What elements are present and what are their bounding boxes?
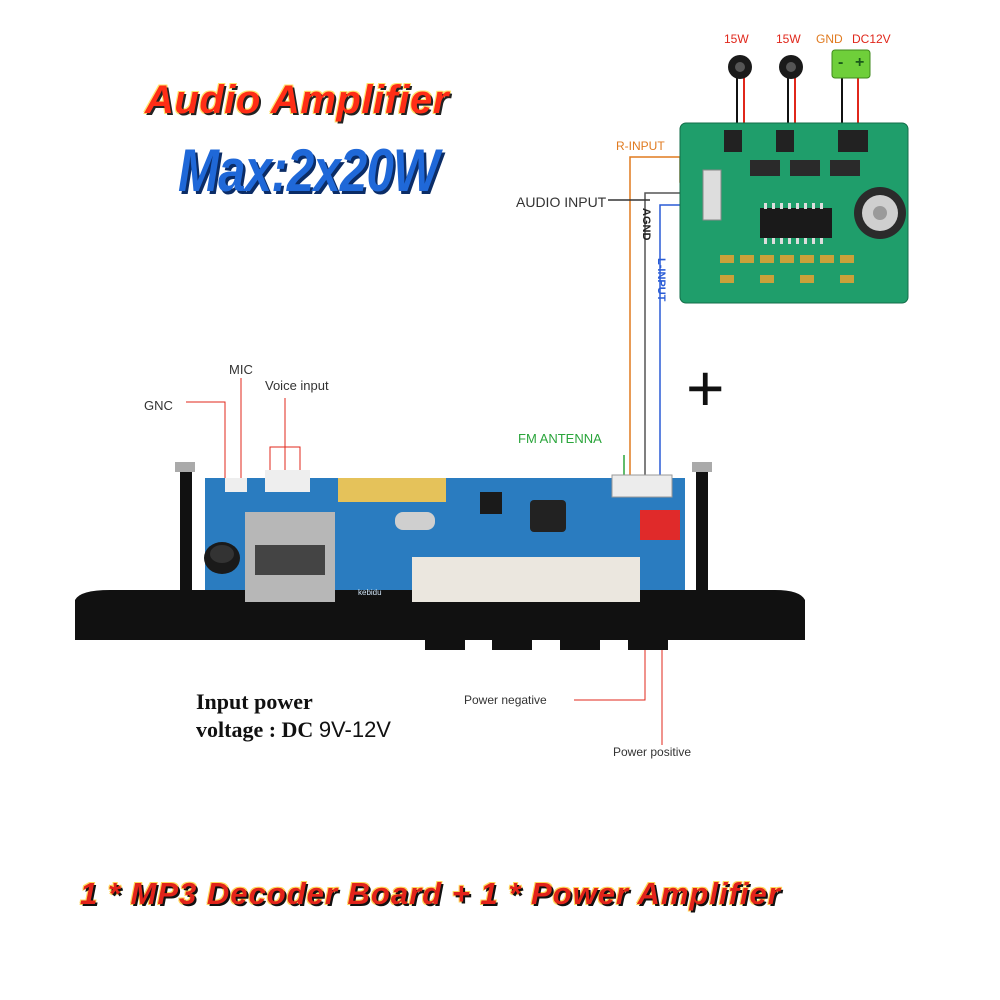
agnd-label: AGND bbox=[640, 208, 652, 240]
power-spec-prefix: voltage : DC bbox=[196, 717, 319, 742]
power-positive-label: Power positive bbox=[613, 745, 691, 759]
fm-antenna-label: FM ANTENNA bbox=[518, 431, 602, 446]
mic-label: MIC bbox=[229, 362, 253, 377]
audio-input-label: AUDIO INPUT bbox=[516, 194, 606, 210]
power-spec-line1: Input power bbox=[196, 688, 391, 716]
amplifier-pcb bbox=[680, 123, 908, 303]
speaker-left-label: 15W bbox=[724, 32, 749, 46]
speaker-right-label: 15W bbox=[776, 32, 801, 46]
decoder-label-lines bbox=[186, 378, 300, 480]
speaker-icons bbox=[728, 55, 803, 79]
r-input-label: R-INPUT bbox=[616, 139, 665, 153]
silk-brand: kebidu bbox=[358, 588, 382, 597]
power-spec-line2: voltage : DC 9V-12V bbox=[196, 716, 391, 744]
dc12v-label: DC12V bbox=[852, 32, 891, 46]
footer-caption: 1 * MP3 Decoder Board + 1 * Power Amplif… bbox=[80, 876, 781, 912]
power-spec: Input power voltage : DC 9V-12V bbox=[196, 688, 391, 744]
decoder-board bbox=[75, 462, 805, 650]
power-spec-value: 9V-12V bbox=[319, 717, 391, 742]
plus-sign: + bbox=[686, 355, 725, 421]
voice-input-label: Voice input bbox=[265, 378, 329, 393]
gnc-label: GNC bbox=[144, 398, 173, 413]
connector-minus: - bbox=[838, 54, 843, 72]
power-negative-label: Power negative bbox=[464, 693, 547, 707]
l-input-label: L-INPUT bbox=[655, 258, 667, 301]
gnd-label: GND bbox=[816, 32, 843, 46]
connector-plus: + bbox=[855, 54, 864, 72]
